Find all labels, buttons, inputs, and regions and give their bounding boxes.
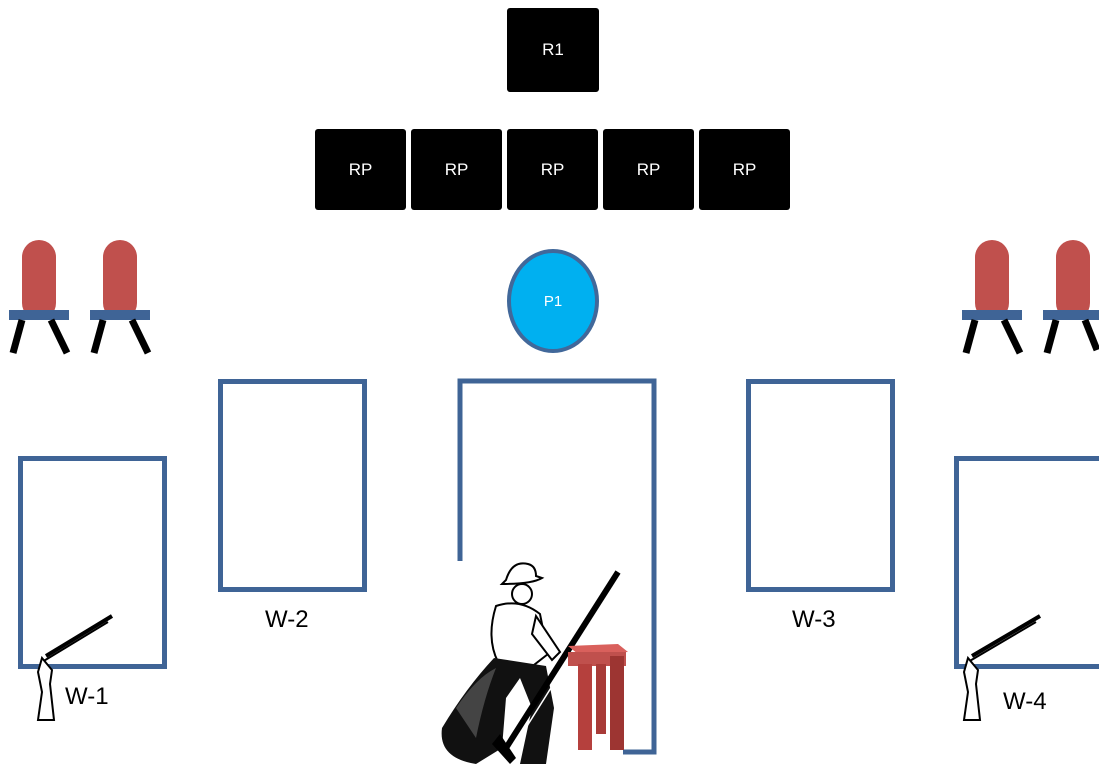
window-w2-frame bbox=[218, 379, 367, 592]
cowboy-shooter-icon bbox=[441, 562, 621, 764]
window-label-w2: W-2 bbox=[265, 606, 309, 633]
rifle-icon bbox=[962, 614, 1042, 721]
window-w1-frame bbox=[18, 456, 167, 669]
rp-label: RP bbox=[444, 159, 469, 179]
chair-icon bbox=[90, 240, 152, 355]
rp-label: RP bbox=[636, 159, 661, 179]
window-w3-frame bbox=[746, 379, 895, 592]
rp-box-3: RP bbox=[507, 129, 598, 210]
p1-marker: P1 bbox=[507, 249, 599, 353]
rp-box-5: RP bbox=[699, 129, 790, 210]
rp-label: RP bbox=[348, 159, 373, 179]
chair-icon bbox=[9, 240, 71, 355]
window-w4-frame bbox=[954, 456, 1099, 669]
r1-box: R1 bbox=[507, 8, 599, 92]
rp-box-4: RP bbox=[603, 129, 694, 210]
window-label-w4: W-4 bbox=[1003, 688, 1047, 715]
r1-label: R1 bbox=[542, 40, 564, 59]
rp-label: RP bbox=[732, 159, 757, 179]
window-label-w1: W-1 bbox=[65, 683, 109, 710]
window-label-w3: W-3 bbox=[792, 606, 836, 633]
p1-label: P1 bbox=[543, 292, 563, 310]
chair-icon bbox=[962, 240, 1024, 355]
rifle-icon bbox=[36, 614, 114, 721]
rp-box-2: RP bbox=[411, 129, 502, 210]
table-icon bbox=[568, 644, 628, 750]
chair-icon bbox=[1043, 240, 1099, 354]
rp-label: RP bbox=[540, 159, 565, 179]
shooting-bay-frame bbox=[457, 378, 657, 755]
rp-box-1: RP bbox=[315, 129, 406, 210]
